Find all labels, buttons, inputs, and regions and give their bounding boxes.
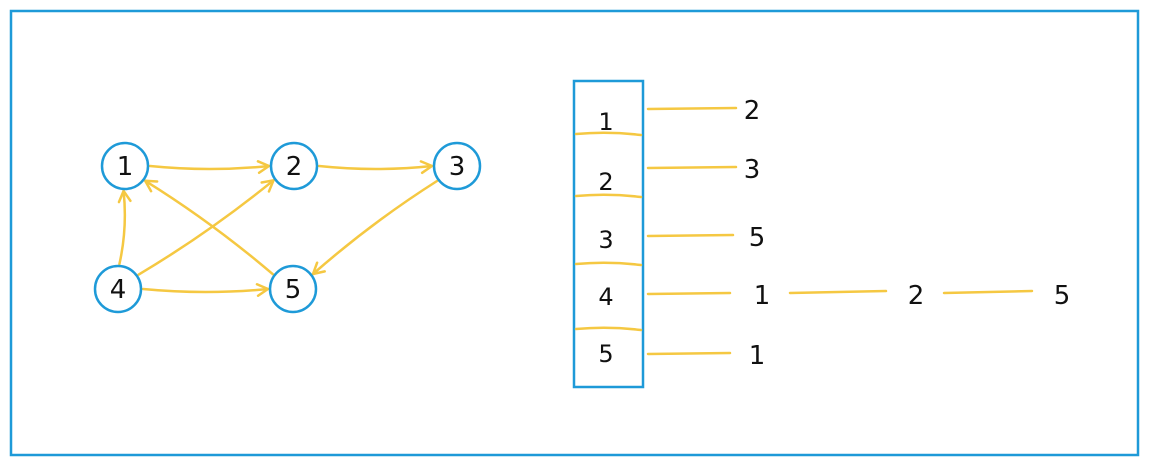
arrowhead-icon (255, 283, 270, 297)
arrowhead-icon (117, 189, 132, 204)
graph-node-4: 4 (93, 264, 143, 314)
cell-divider (574, 326, 643, 332)
graph-node-label: 2 (286, 152, 303, 182)
list-link (646, 351, 732, 356)
neighbor-node-label: 2 (908, 281, 925, 311)
graph-node-5: 5 (268, 264, 318, 314)
arrowhead-icon (419, 160, 434, 175)
vertex-cell-label: 3 (598, 226, 613, 254)
vertex-cell-label: 5 (598, 340, 613, 368)
graph-node-label: 3 (449, 152, 466, 182)
vertex-array-box (572, 79, 645, 389)
graph-node-2: 2 (269, 141, 319, 191)
list-link (646, 291, 732, 296)
graph-node-label: 5 (285, 275, 302, 305)
edge-5-to-1 (143, 179, 275, 276)
cell-divider (574, 131, 643, 137)
cell-divider (574, 261, 643, 267)
edge-4-to-5 (141, 283, 270, 297)
vertex-array-dividers (574, 131, 643, 332)
graph-node-label: 1 (117, 152, 134, 182)
adj-row-4: 4 1 2 5 (598, 281, 1070, 311)
edge-4-to-1 (117, 189, 132, 266)
vertex-cell-label: 4 (598, 283, 613, 311)
neighbor-node-label: 2 (744, 96, 761, 126)
arrowhead-icon (260, 179, 275, 193)
neighbor-node-label: 5 (749, 223, 766, 253)
arrowhead-icon (256, 160, 271, 175)
neighbor-node-label: 3 (744, 155, 761, 185)
neighbor-node-label: 1 (749, 341, 766, 371)
edge-3-to-5 (311, 179, 439, 276)
neighbor-node-label: 1 (754, 281, 771, 311)
graph-edges (117, 160, 439, 297)
vertex-cell-label: 2 (598, 168, 613, 196)
edge-1-to-2 (148, 160, 271, 175)
graph-node-3: 3 (432, 141, 482, 191)
graph-nodes: 1 2 3 4 5 (93, 141, 482, 314)
directed-graph: 1 2 3 4 5 (93, 141, 482, 314)
edge-4-to-2 (137, 179, 275, 276)
arrowhead-icon (143, 179, 159, 193)
list-link (646, 106, 738, 111)
list-link (788, 289, 888, 295)
list-link (646, 233, 735, 238)
list-link (942, 289, 1034, 295)
edge-2-to-3 (317, 160, 434, 175)
neighbor-node-label: 5 (1054, 281, 1071, 311)
list-link (646, 165, 738, 170)
graph-node-label: 4 (110, 275, 127, 305)
arrowhead-icon (311, 261, 326, 276)
cell-divider (574, 193, 643, 199)
graph-node-1: 1 (100, 141, 150, 191)
vertex-cell-label: 1 (598, 108, 613, 136)
